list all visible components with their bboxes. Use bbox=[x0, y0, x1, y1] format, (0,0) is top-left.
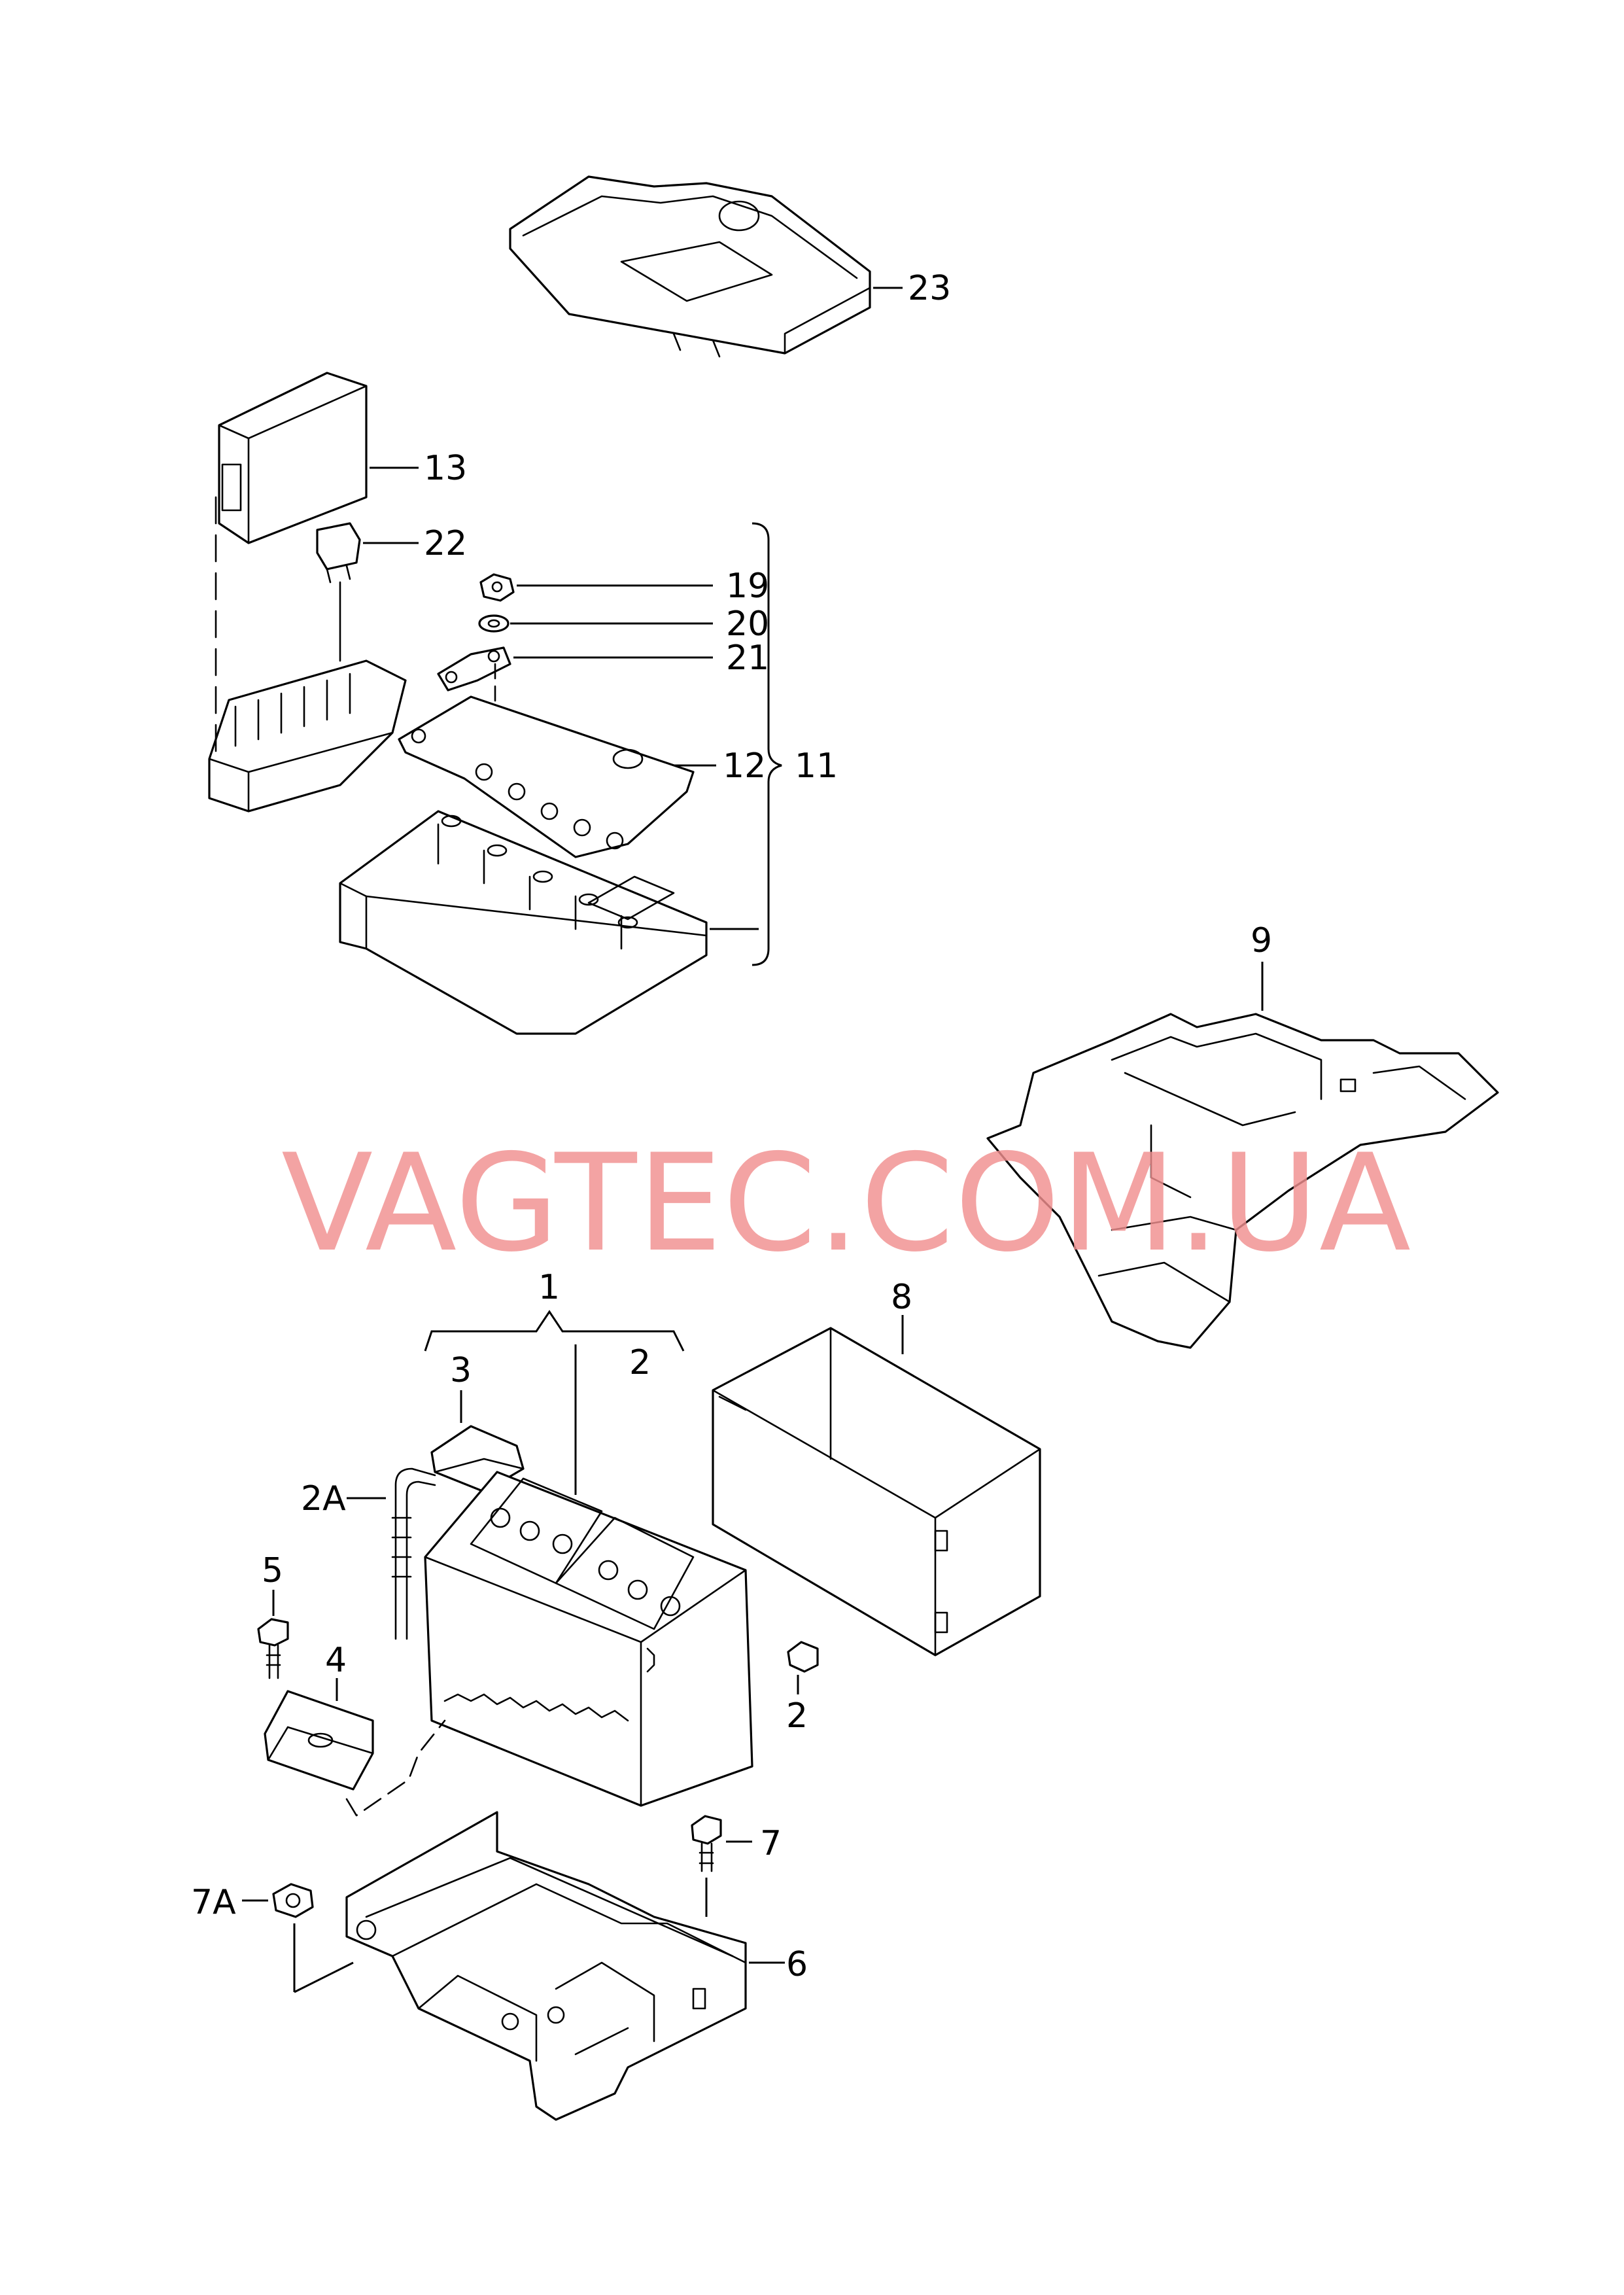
part-9-tray-mount bbox=[986, 1013, 1499, 1349]
part-1-battery bbox=[424, 1471, 753, 1807]
part-22-fuse bbox=[316, 522, 361, 584]
callout-2-top: 2 bbox=[629, 1343, 651, 1382]
callout-6: 6 bbox=[786, 1945, 808, 1984]
watermark-text: VAGTEC.COM.UA bbox=[281, 1126, 1411, 1282]
callout-11: 11 bbox=[795, 746, 838, 786]
callout-22: 22 bbox=[424, 524, 467, 563]
group-11-brace bbox=[752, 522, 782, 966]
callout-23: 23 bbox=[908, 269, 951, 308]
part-4-clamp bbox=[264, 1690, 374, 1791]
part-21-strap bbox=[437, 646, 511, 692]
part-7a-nut bbox=[272, 1883, 314, 1918]
callout-21: 21 bbox=[726, 639, 769, 678]
callout-5: 5 bbox=[262, 1551, 283, 1590]
part-6-battery-tray bbox=[345, 1811, 747, 2121]
part-2a-vent-hose bbox=[391, 1467, 436, 1640]
part-5-bolt bbox=[257, 1618, 289, 1679]
callout-7: 7 bbox=[760, 1824, 782, 1863]
callout-8: 8 bbox=[891, 1278, 912, 1317]
callout-9: 9 bbox=[1251, 921, 1272, 960]
callout-1: 1 bbox=[538, 1268, 560, 1307]
part-19-nut bbox=[479, 573, 515, 602]
part-12-busbar-plate bbox=[398, 695, 695, 858]
fuse-carrier-base bbox=[339, 810, 708, 1035]
part-7-bolt bbox=[691, 1815, 722, 1872]
group-1-bracket bbox=[424, 1310, 685, 1352]
callout-20: 20 bbox=[726, 604, 769, 644]
part-8-battery-box bbox=[712, 1327, 1041, 1656]
part-20-washer bbox=[478, 614, 510, 633]
part-13-fuse-box-cover bbox=[218, 372, 368, 544]
callout-13: 13 bbox=[424, 449, 467, 488]
callout-2A: 2A bbox=[301, 1479, 346, 1518]
callout-3: 3 bbox=[450, 1351, 472, 1390]
callout-7A: 7A bbox=[191, 1883, 236, 1922]
callout-12: 12 bbox=[723, 746, 766, 786]
fuse-holder-block bbox=[208, 659, 407, 813]
callout-2-bottom: 2 bbox=[786, 1696, 808, 1736]
part-2-plug bbox=[787, 1641, 819, 1673]
part-23-battery-cover bbox=[509, 175, 871, 358]
callout-4: 4 bbox=[325, 1641, 347, 1680]
callout-19: 19 bbox=[726, 567, 769, 606]
